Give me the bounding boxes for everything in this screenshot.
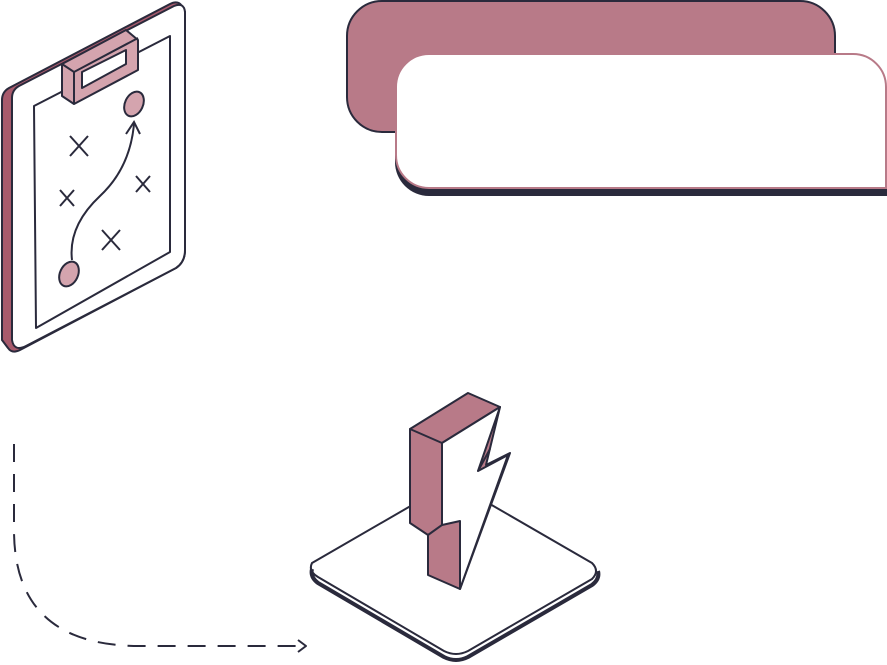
card-stack — [346, 0, 887, 200]
dashed-arrow-icon — [13, 444, 307, 653]
clipboard-strategy-icon — [1, 1, 186, 353]
lightning-bolt-icon — [309, 392, 601, 662]
card-front — [395, 53, 887, 189]
